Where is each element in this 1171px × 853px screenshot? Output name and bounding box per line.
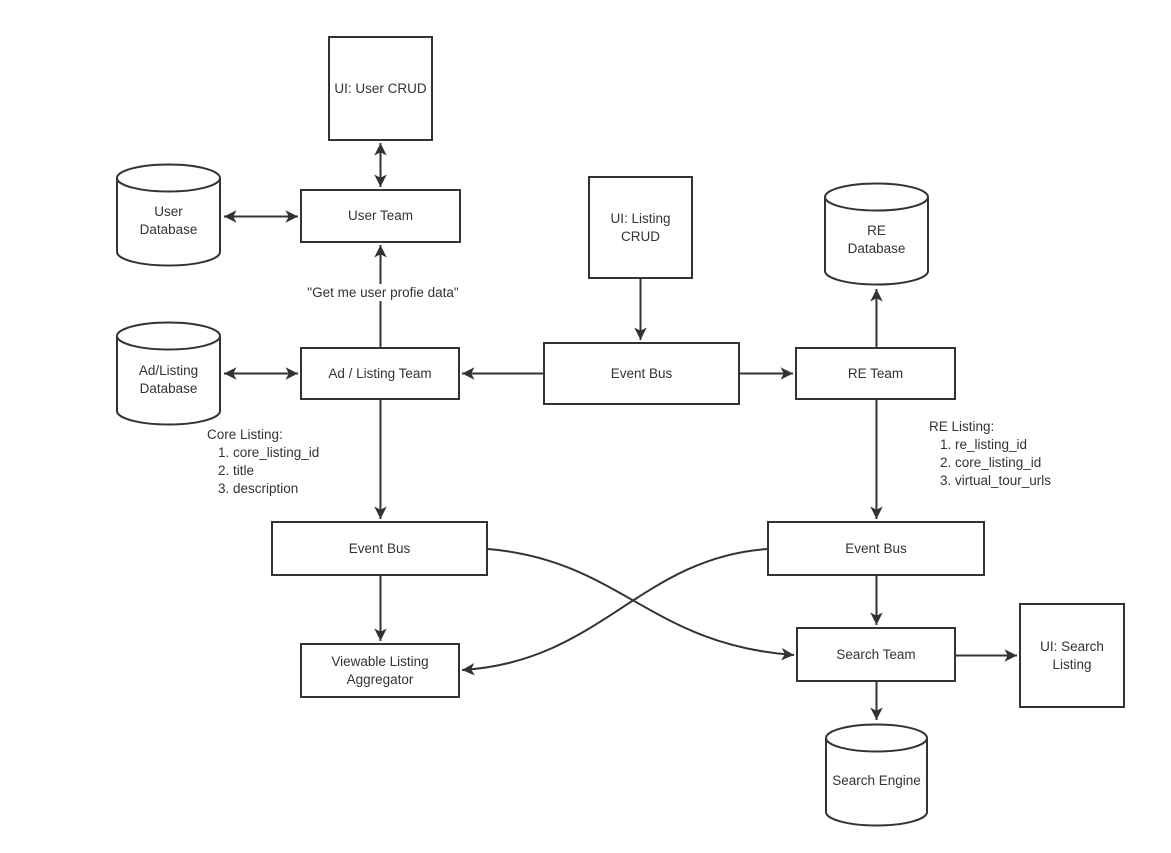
note-re-listing: RE Listing: 1. re_listing_id 2. core_lis…: [929, 418, 1051, 490]
node-ad-listing-team: Ad / Listing Team: [300, 347, 460, 400]
cylinder-icon: [116, 163, 221, 267]
note-core-listing-item: 1. core_listing_id: [218, 445, 320, 460]
node-search-engine-label: Search Engine: [832, 773, 921, 788]
node-event-bus-center: Event Bus: [543, 342, 740, 405]
note-core-listing-title: Core Listing:: [207, 427, 283, 442]
edge-event-bus-left-to-search-team-curve: [487, 548, 795, 661]
node-search-engine: Search Engine: [824, 722, 929, 828]
cylinder-icon: [116, 321, 221, 426]
node-re-team-label: RE Team: [847, 365, 904, 381]
node-event-bus-right: Event Bus: [767, 521, 985, 576]
note-core-listing-item: 2. title: [218, 463, 255, 478]
node-viewable-listing-aggregator-label: Viewable Listing Aggregator: [331, 653, 429, 687]
node-ui-search-listing: UI: Search Listing: [1019, 603, 1125, 708]
node-event-bus-left-label: Event Bus: [348, 540, 411, 556]
node-user-database: User Database: [115, 162, 222, 268]
node-ui-user-crud: UI: User CRUD: [328, 36, 433, 141]
node-ad-listing-database: Ad/Listing Database: [115, 320, 222, 427]
cylinder-icon: [825, 723, 928, 827]
node-event-bus-center-label: Event Bus: [610, 365, 673, 381]
note-core-listing: Core Listing: 1. core_listing_id 2. titl…: [207, 426, 319, 498]
node-re-team: RE Team: [795, 347, 956, 400]
node-event-bus-right-label: Event Bus: [845, 540, 907, 556]
node-ui-listing-crud: UI: Listing CRUD: [588, 176, 693, 279]
note-re-listing-item: 2. core_listing_id: [940, 455, 1042, 470]
note-re-listing-title: RE Listing:: [929, 419, 995, 434]
node-viewable-listing-aggregator: Viewable Listing Aggregator: [300, 643, 460, 698]
node-ui-listing-crud-label: UI: Listing CRUD: [610, 210, 671, 244]
edge-label-get-user-profile: "Get me user profie data": [303, 284, 463, 301]
node-user-team: User Team: [300, 189, 461, 243]
node-ui-search-listing-label: UI: Search Listing: [1040, 638, 1104, 672]
node-re-database: RE Database: [823, 181, 930, 287]
node-ad-listing-database-label: Ad/Listing Database: [138, 362, 199, 396]
node-user-team-label: User Team: [347, 208, 414, 223]
note-re-listing-item: 1. re_listing_id: [940, 437, 1028, 452]
node-ad-listing-team-label: Ad / Listing Team: [328, 365, 432, 381]
edge-event-bus-right-to-aggregator-curve: [461, 548, 768, 676]
cylinder-icon: [824, 182, 929, 286]
note-core-listing-item: 3. description: [218, 481, 299, 496]
node-event-bus-left: Event Bus: [271, 521, 488, 576]
node-user-database-label: User Database: [139, 204, 198, 237]
node-search-team: Search Team: [796, 627, 956, 682]
node-re-database-label: RE Database: [847, 223, 906, 256]
node-search-team-label: Search Team: [836, 646, 916, 662]
note-re-listing-item: 3. virtual_tour_urls: [940, 473, 1052, 488]
node-ui-user-crud-label: UI: User CRUD: [334, 80, 427, 96]
